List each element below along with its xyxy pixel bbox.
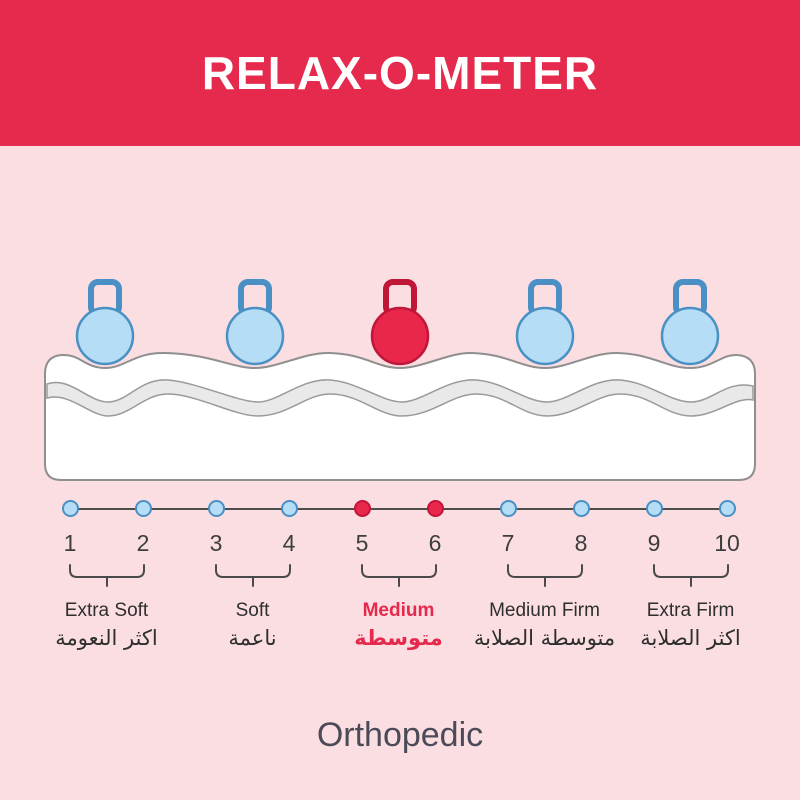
scale-number-8: 8 — [574, 530, 588, 556]
scale-number-3: 3 — [209, 530, 223, 556]
scale-line — [70, 508, 727, 510]
scale-dot-5 — [353, 500, 371, 517]
scale-number-9: 9 — [647, 530, 661, 556]
group-bracket — [506, 564, 583, 587]
mattress-illustration — [44, 279, 756, 481]
page-title: RELAX-O-METER — [201, 47, 599, 99]
kettlebell-icon-blue — [515, 279, 575, 366]
scale-number-7: 7 — [501, 530, 515, 556]
scale-dot-7 — [499, 500, 517, 517]
scale-dot-2 — [134, 500, 152, 517]
scale-dot-3 — [207, 500, 225, 517]
scale-dot-4 — [280, 500, 298, 517]
kettlebell-ball — [370, 306, 430, 366]
firmness-label-ar: متوسطة — [354, 626, 443, 650]
firmness-label-en: Medium Firm — [489, 600, 600, 621]
scale-dot-10 — [718, 500, 736, 517]
firmness-label-en: Soft — [235, 600, 270, 621]
kettlebell-ball — [660, 306, 720, 366]
scale-dot-1 — [61, 500, 79, 517]
scale-dot-8 — [572, 500, 590, 517]
kettlebell-ball — [515, 306, 575, 366]
kettlebell-icon-blue — [660, 279, 720, 366]
kettlebell-ball — [225, 306, 285, 366]
kettlebell-ball — [75, 306, 135, 366]
title-banner: RELAX-O-METER — [0, 0, 800, 146]
kettlebell-icon-red — [370, 279, 430, 366]
firmness-label-en: Extra Firm — [646, 600, 735, 621]
scale-number-1: 1 — [63, 530, 77, 556]
scale-number-2: 2 — [136, 530, 150, 556]
firmness-label-en: Medium — [362, 600, 435, 621]
firmness-label-ar: ناعمة — [228, 626, 277, 650]
scale-dot-9 — [645, 500, 663, 517]
scale-number-10: 10 — [714, 530, 740, 556]
group-bracket — [360, 564, 437, 587]
scale-number-4: 4 — [282, 530, 296, 556]
firmness-label-ar: متوسطة الصلابة — [473, 626, 616, 650]
group-bracket — [214, 564, 291, 587]
scale-number-6: 6 — [428, 530, 442, 556]
product-type-label: Orthopedic — [316, 716, 484, 754]
group-bracket — [68, 564, 145, 587]
scale-number-5: 5 — [355, 530, 369, 556]
kettlebell-weights — [75, 279, 720, 366]
firmness-label-ar: اكثر الصلابة — [640, 626, 741, 650]
scale-dot-6 — [426, 500, 444, 517]
firmness-label-en: Extra Soft — [64, 600, 149, 621]
group-bracket — [652, 564, 729, 587]
firmness-label-ar: اكثر النعومة — [55, 626, 158, 650]
kettlebell-icon-blue — [225, 279, 285, 366]
kettlebell-icon-blue — [75, 279, 135, 366]
mattress-comfort-layer — [46, 379, 754, 417]
